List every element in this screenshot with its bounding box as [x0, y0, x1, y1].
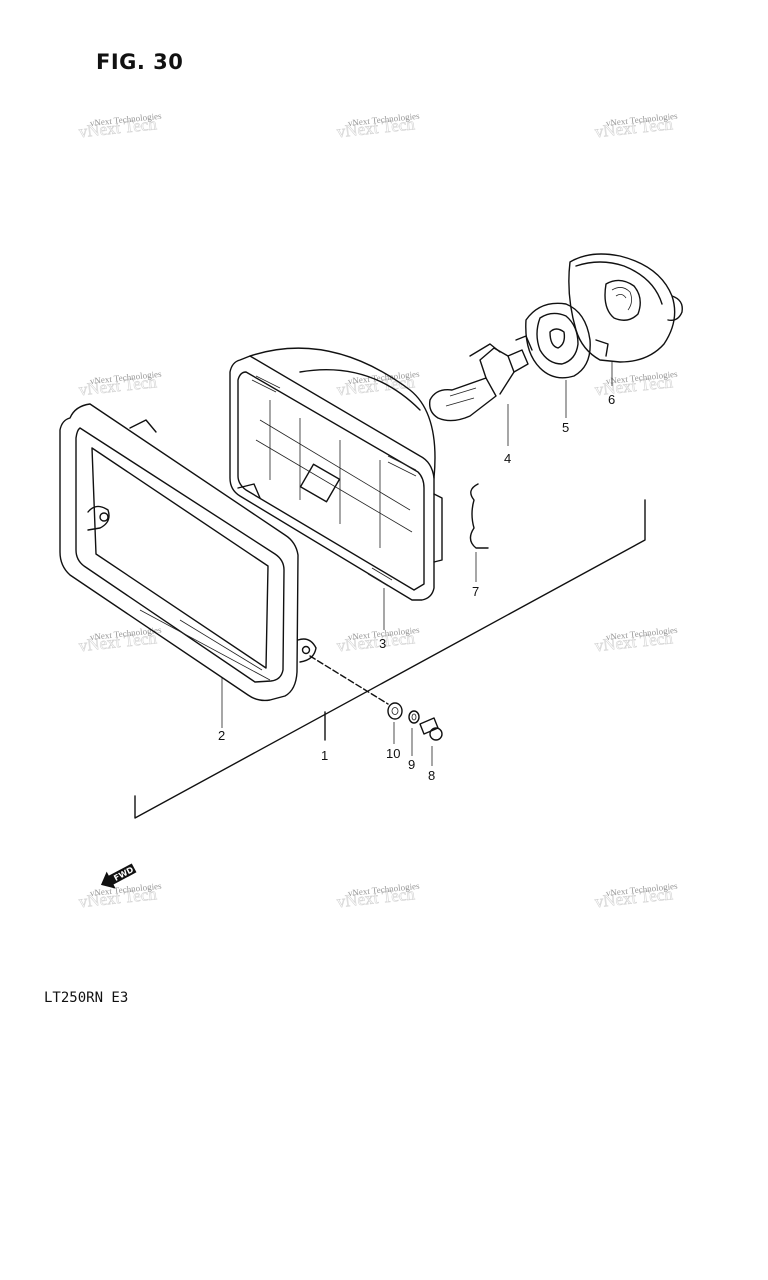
model-code: LT250RN E3 [44, 990, 129, 1006]
headlight-bulb [428, 335, 533, 446]
callout-labels: 1 2 3 4 5 6 7 8 9 10 [218, 392, 615, 783]
callout-6: 6 [608, 392, 615, 407]
bulb-socket-cover [525, 302, 591, 418]
callout-8: 8 [428, 768, 435, 783]
callout-7: 7 [472, 584, 479, 599]
callout-2: 2 [218, 728, 225, 743]
fwd-label: FWD [112, 865, 135, 883]
headlight-housing [568, 253, 683, 386]
hardware-group [309, 655, 443, 766]
wire-clip [469, 483, 489, 582]
callout-4: 4 [504, 451, 511, 466]
assembly-bracket [134, 499, 646, 819]
sealed-beam-unit [229, 347, 443, 630]
watermark-group: vNext Tech vNext Technologies vNext Tech… [77, 111, 678, 912]
callout-3: 3 [379, 636, 386, 651]
callout-9: 9 [408, 757, 415, 772]
headlight-rim [59, 403, 317, 702]
figure-title: FIG. 30 [96, 50, 184, 74]
callout-10: 10 [386, 746, 400, 761]
callout-1: 1 [321, 748, 328, 763]
callout-5: 5 [562, 420, 569, 435]
